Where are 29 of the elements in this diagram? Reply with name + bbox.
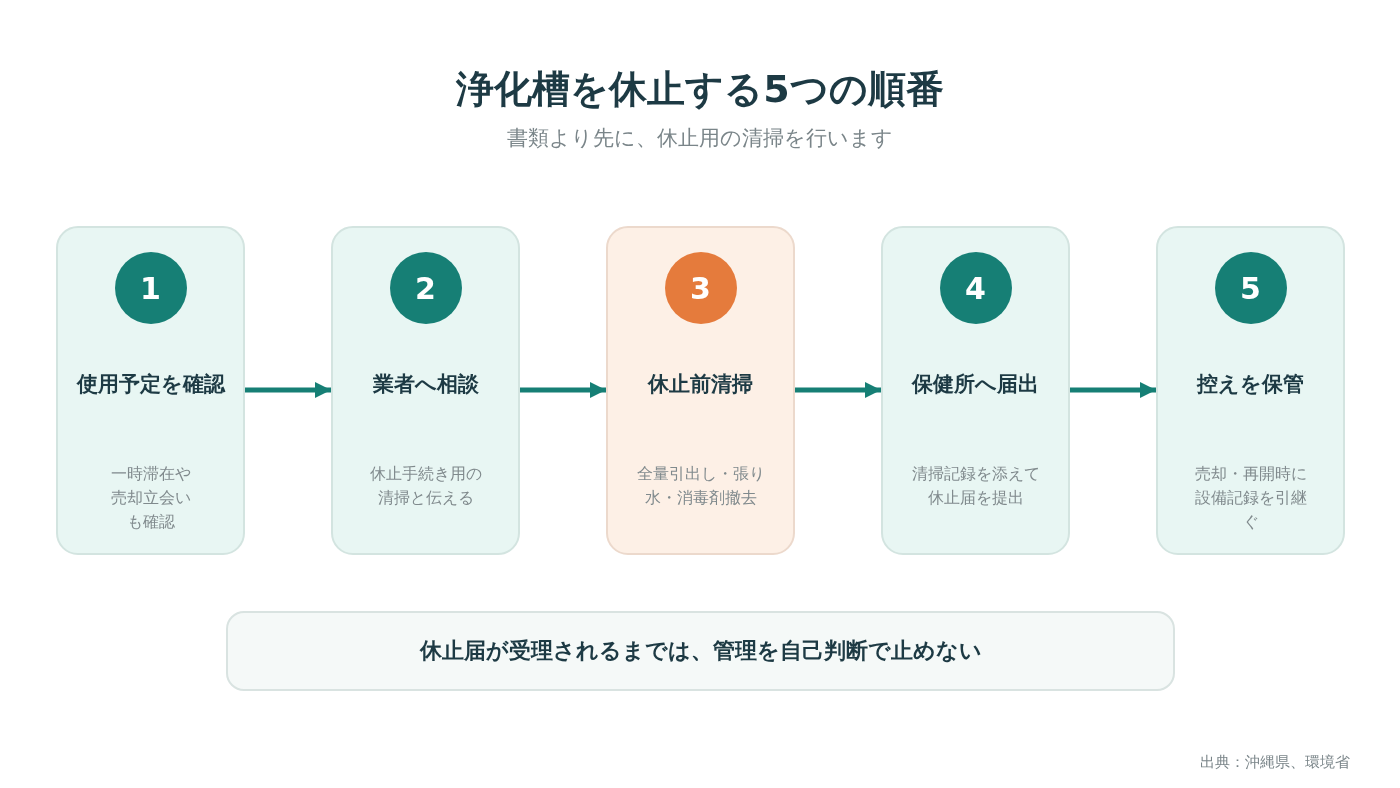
step-title: 控えを保管	[1195, 371, 1305, 398]
diagram-subtitle: 書類より先に、休止用の清掃を行います	[506, 125, 894, 152]
step-number: 4	[939, 252, 1012, 324]
arrow	[1070, 382, 1156, 398]
step-description: 休止手続き用の清掃と伝える	[368, 463, 483, 509]
step-card	[881, 226, 1070, 555]
step-description: 清掃記録を添えて休止届を提出	[910, 463, 1041, 509]
diagram-title: 浄化槽を休止する5つの順番	[455, 66, 945, 113]
step-description: 一時滞在や売却立会いも確認	[109, 463, 192, 533]
arrow	[520, 382, 606, 398]
source-note: 出典：沖縄県、環境省	[1200, 753, 1350, 772]
step-title: 業者へ相談	[371, 371, 480, 398]
step-card	[1156, 226, 1345, 555]
step-number: 1	[114, 252, 187, 324]
step-title: 使用予定を確認	[75, 371, 227, 398]
step-number: 2	[389, 252, 462, 324]
step-description: 売却・再開時に設備記録を引継ぐ	[1193, 463, 1308, 533]
step-number: 5	[1214, 252, 1287, 324]
note-box	[226, 611, 1175, 691]
arrow	[245, 382, 331, 398]
highlighted-step-card	[606, 226, 795, 555]
step-card	[331, 226, 520, 555]
step-title: 保健所へ届出	[910, 371, 1040, 398]
step-title: 休止前清掃	[646, 371, 754, 398]
step-number: 3	[664, 252, 737, 324]
arrow	[795, 382, 881, 398]
note-text: 休止届が受理されるまでは、管理を自己判断で止めない	[419, 637, 982, 665]
step-card	[56, 226, 245, 555]
step-description: 全量引出し・張り水・消毒剤撤去	[635, 463, 766, 509]
